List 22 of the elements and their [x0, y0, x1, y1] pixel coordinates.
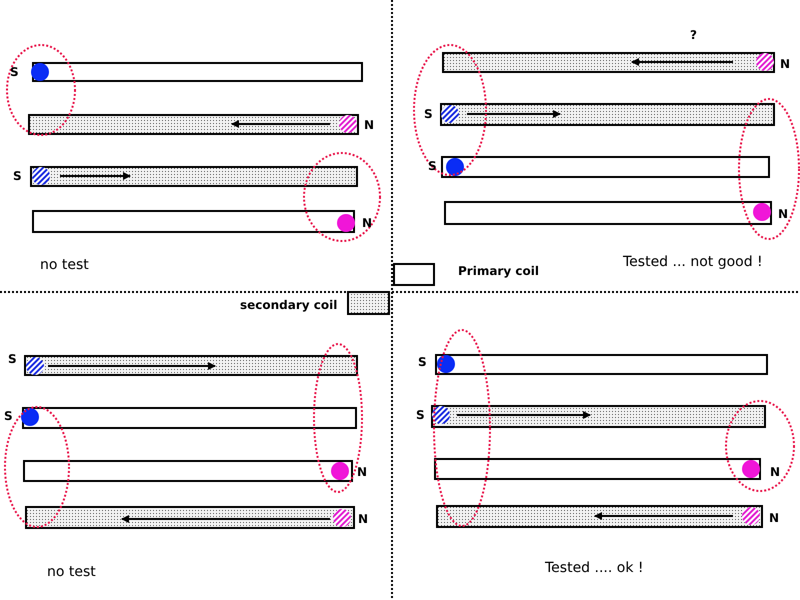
pole-label: S	[4, 410, 13, 422]
caption-text: no test	[40, 258, 89, 272]
pole-label: S	[416, 409, 425, 421]
pole-label: N	[769, 512, 780, 524]
pole-label: N	[362, 217, 372, 229]
pole-label: N	[780, 58, 790, 70]
pole-label: N	[358, 513, 368, 525]
pole-label: N	[364, 119, 374, 131]
pole-label: S	[13, 170, 22, 182]
pole-label: S	[418, 356, 427, 368]
pole-label: N	[357, 466, 368, 478]
legend-label: Primary coil	[458, 265, 539, 277]
legend-label: secondary coil	[240, 299, 338, 311]
pole-label: S	[8, 353, 17, 365]
pole-label: S	[10, 66, 19, 78]
caption-text: Tested ... not good !	[623, 255, 763, 269]
caption-text: Tested .... ok !	[545, 561, 644, 575]
pole-label: S	[424, 108, 433, 120]
pole-label: N	[770, 466, 780, 478]
pole-label: N	[778, 208, 788, 220]
question-mark: ?	[690, 29, 697, 41]
caption-text: no test	[47, 565, 96, 579]
